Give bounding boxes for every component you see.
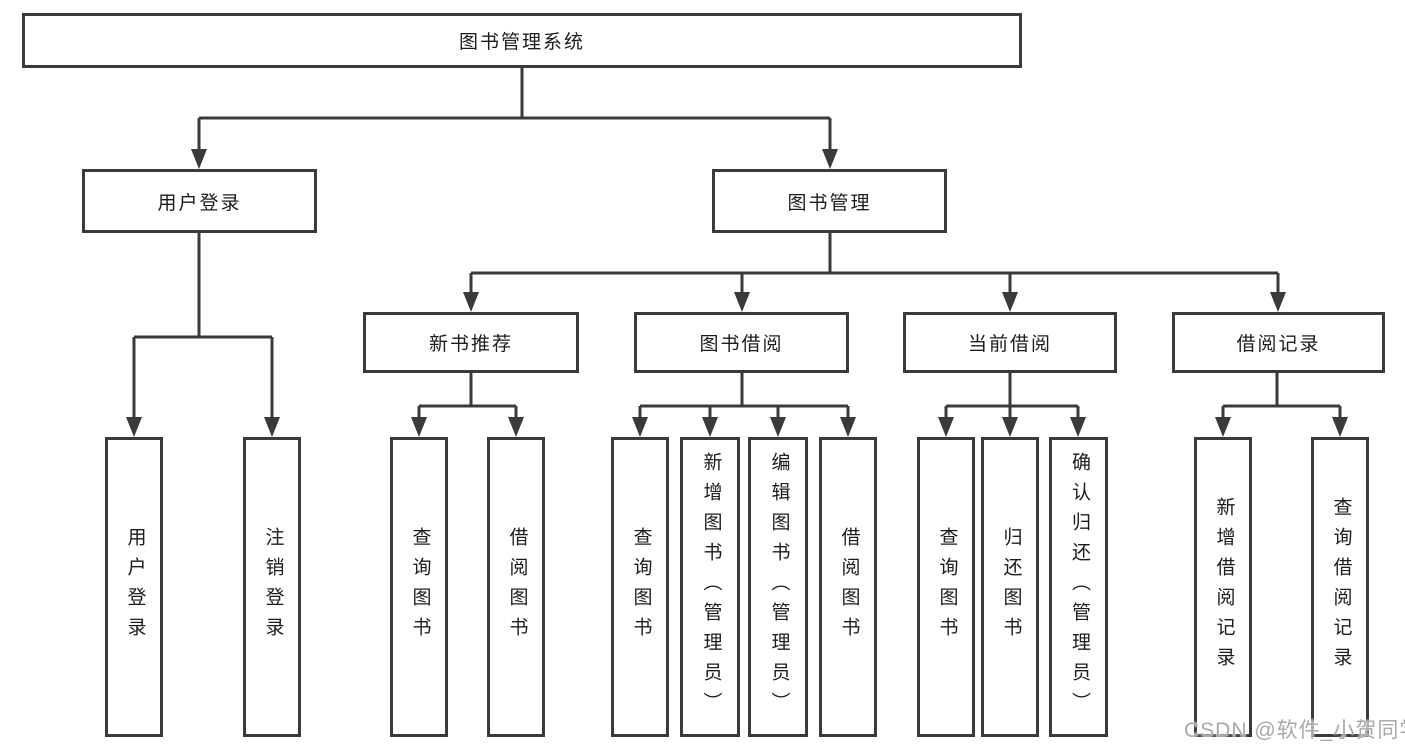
leaf-query-books-current: 查询图书 [917, 437, 975, 737]
arrowhead-icon [770, 417, 786, 437]
leaf-edit-book-admin: 编辑图书（管理员） [748, 437, 808, 737]
csdn-watermark: CSDN @软件_小贺同学 [1184, 719, 1405, 742]
arrowhead-icon [822, 149, 838, 169]
arrowhead-icon [938, 417, 954, 437]
leaf-add-book-admin: 新增图书（管理员） [680, 437, 740, 737]
leaf-borrow-books-recommend: 借阅图书 [487, 437, 545, 737]
arrowhead-icon [264, 417, 280, 437]
arrowhead-icon [840, 417, 856, 437]
leaf-query-books-borrowing: 查询图书 [611, 437, 669, 737]
arrowhead-icon [734, 292, 750, 312]
arrowhead-icon [508, 417, 524, 437]
tree-branch-lines [132, 68, 1342, 420]
leaf-add-borrow-record: 新增借阅记录 [1194, 437, 1252, 737]
arrowhead-icon [1270, 292, 1286, 312]
leaf-return-book: 归还图书 [981, 437, 1039, 737]
node-book-borrowing: 图书借阅 [634, 312, 849, 373]
leaf-borrow-books-borrowing: 借阅图书 [819, 437, 877, 737]
arrowhead-icon [1002, 417, 1018, 437]
arrowhead-icon [191, 149, 207, 169]
node-root-library-system: 图书管理系统 [22, 13, 1022, 68]
leaf-query-books-recommend: 查询图书 [390, 437, 448, 737]
node-new-book-recommend: 新书推荐 [363, 312, 579, 373]
node-borrowing-records: 借阅记录 [1172, 312, 1385, 373]
leaf-query-borrow-record: 查询借阅记录 [1311, 437, 1369, 737]
arrowhead-icon [1070, 417, 1086, 437]
leaf-logout: 注销登录 [243, 437, 301, 737]
leaf-user-login: 用户登录 [105, 437, 163, 737]
arrowhead-icon [702, 417, 718, 437]
arrowhead-icon [632, 417, 648, 437]
node-user-login: 用户登录 [82, 169, 317, 233]
node-current-borrowing: 当前借阅 [903, 312, 1117, 373]
arrowhead-icon [463, 292, 479, 312]
arrowhead-icon [1332, 417, 1348, 437]
arrowhead-icon [1002, 292, 1018, 312]
node-book-management: 图书管理 [712, 169, 947, 233]
arrowhead-icon [411, 417, 427, 437]
arrowhead-icon [126, 417, 142, 437]
leaf-confirm-return-admin: 确认归还（管理员） [1049, 437, 1108, 737]
arrowhead-icon [1215, 417, 1231, 437]
